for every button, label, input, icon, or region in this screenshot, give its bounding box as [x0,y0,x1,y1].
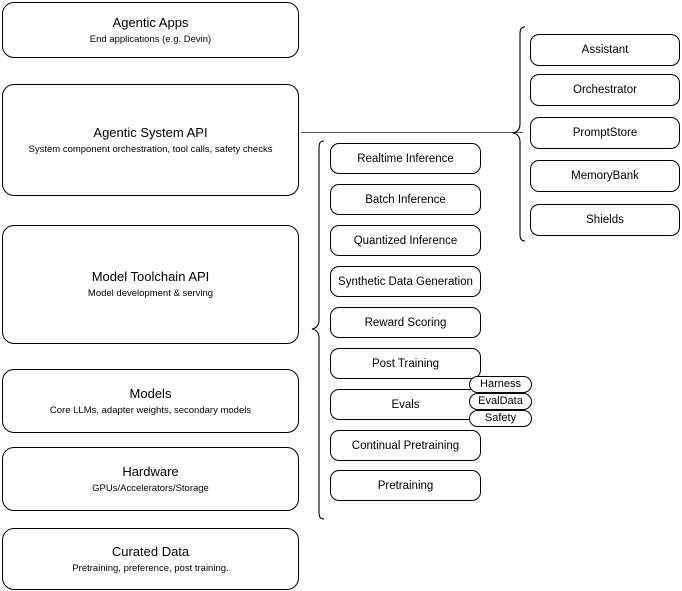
toolchain-item-synthetic-data-generation[interactable]: Synthetic Data Generation [330,266,481,297]
brace-agentic-system-components [512,26,526,242]
layer-box-model-toolchain-api[interactable]: Model Toolchain API Model development & … [2,225,299,344]
layer-title: Agentic Apps [112,14,189,30]
agentic-component-label: MemoryBank [571,170,639,182]
toolchain-item-pretraining[interactable]: Pretraining [330,470,481,501]
toolchain-item-label: Post Training [371,357,440,370]
evals-tag-harness[interactable]: Harness [469,376,532,393]
layer-title: Model Toolchain API [91,269,210,284]
toolchain-item-quantized-inference[interactable]: Quantized Inference [330,225,481,256]
toolchain-item-label: Realtime Inference [357,152,454,165]
toolchain-item-evals[interactable]: Evals [330,389,481,420]
toolchain-item-label: Continual Pretraining [351,439,460,452]
brace-model-toolchain-components [311,140,325,520]
agentic-component-label: Orchestrator [573,84,637,96]
toolchain-item-post-training[interactable]: Post Training [330,348,481,379]
agentic-component-label: PromptStore [572,127,638,139]
layer-box-models[interactable]: Models Core LLMs, adapter weights, secon… [2,369,299,433]
agentic-component-orchestrator[interactable]: Orchestrator [530,74,680,106]
evals-tag-label: Harness [480,378,521,390]
agentic-component-label: Shields [586,214,624,226]
toolchain-item-label: Pretraining [377,479,434,492]
layer-box-agentic-system-api[interactable]: Agentic System API System component orch… [2,84,299,196]
layer-subtitle: End applications (e.g. Devin) [89,33,212,45]
agentic-component-promptstore[interactable]: PromptStore [530,117,680,149]
connector-agentic-system-to-components [301,132,523,133]
toolchain-item-reward-scoring[interactable]: Reward Scoring [330,307,481,338]
evals-tag-safety[interactable]: Safety [469,410,532,427]
layer-subtitle: System component orchestration, tool cal… [28,143,273,155]
layer-subtitle: GPUs/Accelerators/Storage [92,482,209,494]
layer-box-hardware[interactable]: Hardware GPUs/Accelerators/Storage [2,447,299,511]
evals-tag-label: EvalData [478,395,523,407]
agentic-component-assistant[interactable]: Assistant [530,34,680,66]
toolchain-item-label: Reward Scoring [364,316,447,329]
toolchain-item-batch-inference[interactable]: Batch Inference [330,184,481,215]
toolchain-item-label: Quantized Inference [353,234,458,247]
agentic-component-shields[interactable]: Shields [530,204,680,236]
layer-title: Curated Data [111,543,190,559]
layer-box-agentic-apps[interactable]: Agentic Apps End applications (e.g. Devi… [2,2,299,58]
layer-subtitle: Pretraining, preference, post training. [72,562,229,574]
toolchain-item-label: Batch Inference [365,193,446,206]
evals-tag-evaldata[interactable]: EvalData [469,393,532,410]
layer-box-curated-data[interactable]: Curated Data Pretraining, preference, po… [2,528,299,590]
layer-subtitle: Core LLMs, adapter weights, secondary mo… [49,404,252,416]
layer-subtitle: Model development & serving [87,288,214,299]
toolchain-item-realtime-inference[interactable]: Realtime Inference [330,143,481,174]
agentic-component-label: Assistant [581,44,629,56]
layer-title: Agentic System API [93,124,208,140]
agentic-component-memorybank[interactable]: MemoryBank [530,160,680,192]
toolchain-item-label: Evals [391,398,420,411]
toolchain-item-label: Synthetic Data Generation [338,275,473,288]
toolchain-item-continual-pretraining[interactable]: Continual Pretraining [330,430,481,461]
layer-title: Hardware [122,463,179,479]
layer-title: Models [129,385,172,401]
evals-tag-label: Safety [484,412,517,424]
